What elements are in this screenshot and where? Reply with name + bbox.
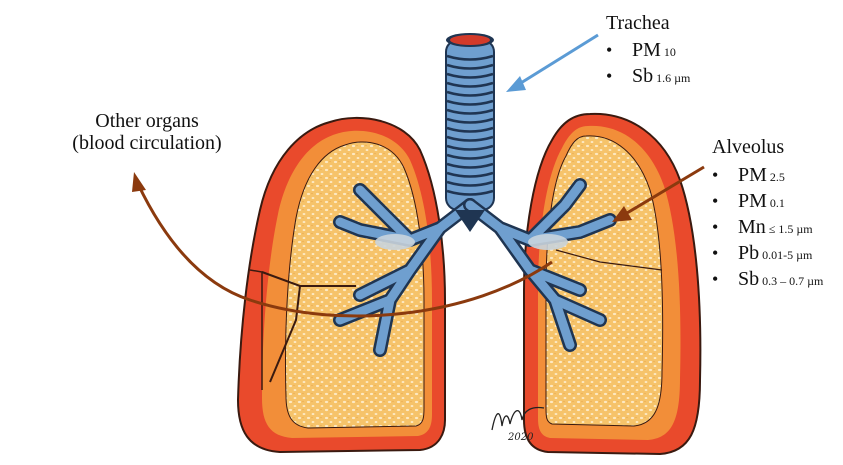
- mn-label: Mn: [738, 216, 766, 238]
- trachea-arrow: [506, 35, 598, 92]
- list-item: PM2.5: [710, 162, 823, 188]
- other-organs-line2: (blood circulation): [62, 132, 232, 154]
- list-item: Sb1.6 µm: [604, 63, 690, 89]
- alveolus-title: Alveolus: [712, 136, 784, 158]
- mn-sub: ≤ 1.5 µm: [769, 222, 813, 236]
- left-lung: [238, 118, 445, 452]
- pm01-sub: 0.1: [770, 196, 785, 210]
- trachea-title: Trachea: [606, 12, 670, 34]
- list-item: PM0.1: [710, 188, 823, 214]
- sb-trachea-sub: 1.6 µm: [656, 71, 690, 85]
- sb-alveolus-sub: 0.3 – 0.7 µm: [762, 274, 823, 288]
- other-organs-label: Other organs (blood circulation): [62, 110, 232, 154]
- alveolus-list: PM2.5 PM0.1 Mn≤ 1.5 µm Pb0.01-5 µm Sb0.3…: [710, 162, 823, 292]
- sb-alveolus-label: Sb: [738, 268, 759, 290]
- list-item: Mn≤ 1.5 µm: [710, 214, 823, 240]
- pm25-label: PM: [738, 164, 767, 186]
- pb-label: Pb: [738, 242, 759, 264]
- signature-icon: [488, 400, 548, 434]
- sb-trachea-label: Sb: [632, 65, 653, 87]
- list-item: Pb0.01-5 µm: [710, 240, 823, 266]
- pb-sub: 0.01-5 µm: [762, 248, 812, 262]
- list-item: Sb0.3 – 0.7 µm: [710, 266, 823, 292]
- pm25-sub: 2.5: [770, 170, 785, 184]
- pm10-label: PM: [632, 39, 661, 61]
- pm10-sub: 10: [664, 45, 676, 59]
- other-organs-line1: Other organs: [62, 110, 232, 132]
- pm01-label: PM: [738, 190, 767, 212]
